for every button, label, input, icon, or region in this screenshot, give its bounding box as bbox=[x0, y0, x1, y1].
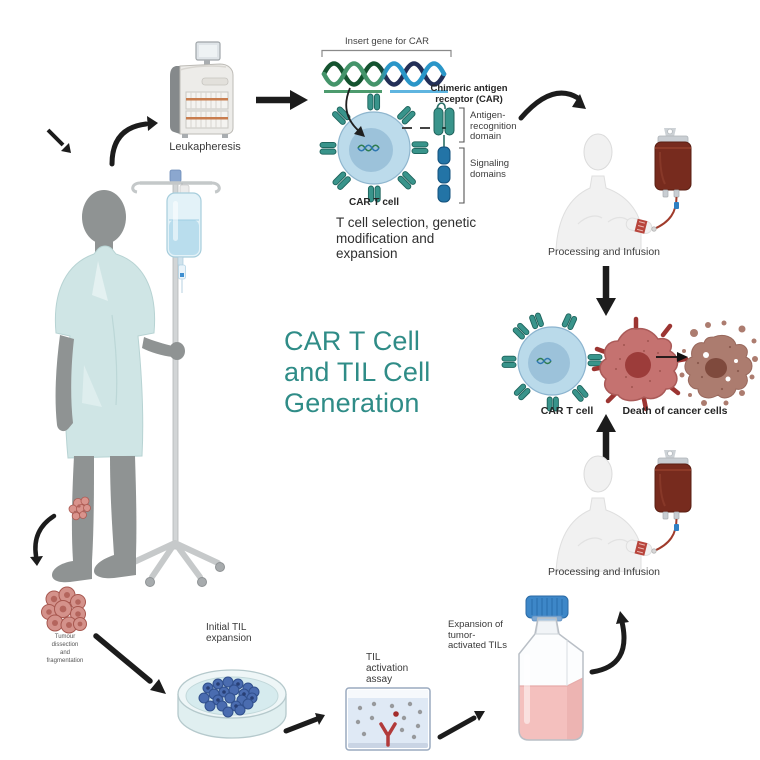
car-t-attack-scene-icon bbox=[501, 311, 758, 412]
signaling-domain-label: Signaling domains bbox=[470, 158, 510, 180]
processing-top-label: Processing and Infusion bbox=[547, 246, 661, 258]
arrow-machine-to-tcell-icon bbox=[256, 90, 308, 110]
initial-til-label: Initial TIL expansion bbox=[206, 622, 252, 644]
arrow-flask-to-processing-icon bbox=[589, 611, 629, 675]
tumor-on-leg-icon bbox=[68, 496, 91, 521]
attack-cell-label: CAR T cell bbox=[540, 405, 594, 417]
culture-flask-icon bbox=[518, 595, 584, 741]
til-growth-label: Expansion of tumor-activated TILs bbox=[448, 619, 507, 651]
arrow-down-icon bbox=[596, 266, 616, 316]
tumor-fragment-icon bbox=[41, 586, 87, 634]
infusion-person-top-icon bbox=[555, 128, 692, 250]
receptor-title: Chimeric antigen receptor (CAR) bbox=[430, 83, 508, 105]
til-assay-label: TIL activation assay bbox=[366, 652, 409, 685]
petri-dish-icon bbox=[177, 669, 287, 739]
car-receptor-icon bbox=[433, 102, 465, 204]
arrow-to-tumour-icon bbox=[30, 513, 57, 566]
tumour-dissection-label: Tumour dissection and fragmentation bbox=[46, 634, 84, 664]
antigen-domain-label: Antigen-recognition domain bbox=[470, 110, 517, 142]
leukapheresis-label: Leukapheresis bbox=[169, 141, 241, 153]
car-t-cell-label: CAR T cell bbox=[348, 197, 399, 208]
death-label: Death of cancer cells bbox=[622, 405, 728, 417]
insert-gene-label: Insert gene for CAR bbox=[345, 36, 429, 47]
arrow-up-icon bbox=[596, 414, 616, 460]
tcell-selection-caption: T cell selection, genetic modification a… bbox=[336, 215, 477, 261]
arrow-into-patient-icon bbox=[46, 128, 71, 153]
dna-helix-icon bbox=[321, 61, 448, 93]
arrow-patient-to-machine-icon bbox=[109, 116, 158, 167]
arrow-dish-to-assay-icon bbox=[283, 713, 325, 734]
processing-bottom-label: Processing and Infusion bbox=[547, 566, 661, 578]
insert-gene-bracket-icon bbox=[321, 49, 452, 57]
arrow-to-processing-icon bbox=[518, 90, 586, 121]
patient-icon bbox=[52, 169, 225, 587]
car-t-cell-icon bbox=[319, 87, 429, 203]
dashed-connector-icon bbox=[402, 127, 430, 129]
assay-tray-icon bbox=[345, 687, 431, 751]
infusion-person-bottom-icon bbox=[555, 450, 692, 572]
iv-bag-icon bbox=[166, 183, 202, 293]
arrow-tumour-to-dish-icon bbox=[93, 633, 166, 694]
arrow-assay-to-flask-icon bbox=[437, 711, 485, 740]
diagram-title: CAR T Cell and TIL Cell Generation bbox=[284, 326, 431, 418]
leukapheresis-machine-icon bbox=[170, 41, 234, 138]
